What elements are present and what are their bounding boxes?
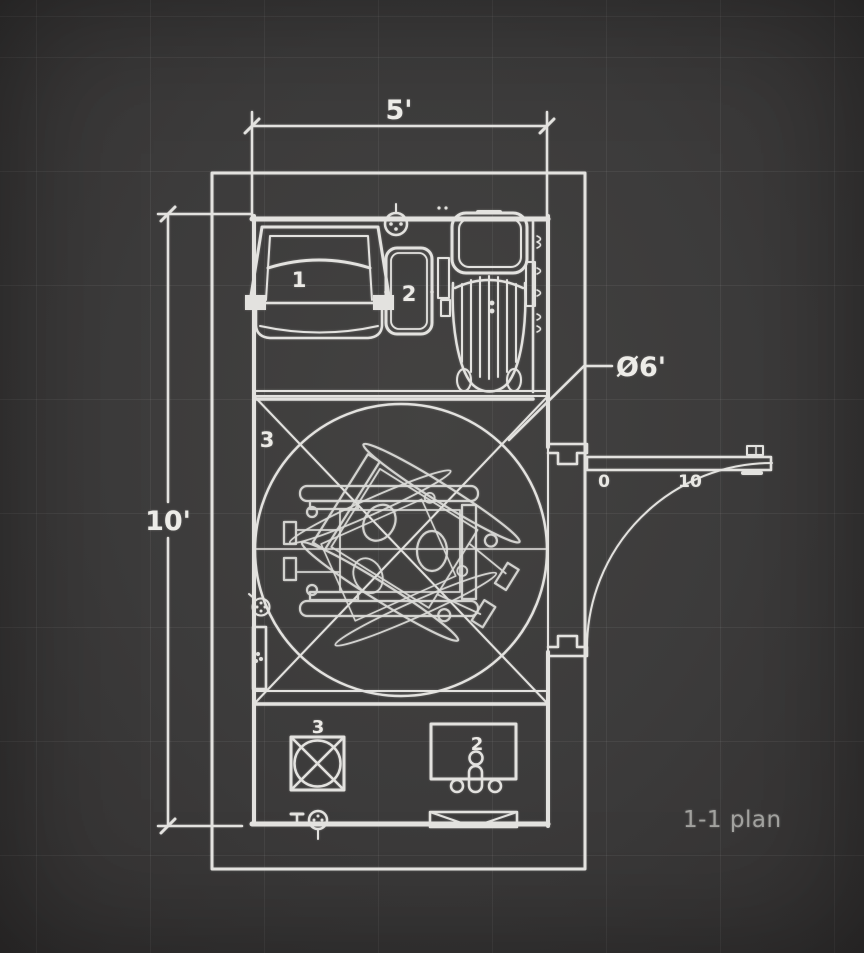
- dimension-width: 5': [243, 95, 556, 220]
- toilet-bowl: [451, 281, 527, 393]
- toilet-fixture: [437, 206, 542, 393]
- turning-space: 3: [253, 395, 549, 705]
- dim-tick: [243, 117, 261, 135]
- leader-line: [507, 364, 614, 442]
- seat-cushion: [254, 301, 384, 340]
- wall-mounted-box: [251, 625, 268, 691]
- door-scale-min: 0: [598, 472, 610, 492]
- light-symbol-top: [383, 203, 409, 237]
- dimension-height: 10': [145, 205, 254, 835]
- seat-label: 1: [292, 268, 307, 292]
- height-dimension-label: 10': [145, 506, 191, 537]
- thermostat-mark: [289, 812, 305, 826]
- shelf-label: 2: [402, 282, 417, 306]
- door-scale-max: 10: [678, 472, 702, 492]
- toilet-side-tab: [440, 299, 451, 317]
- dim-tick: [159, 205, 177, 223]
- door-handle: [746, 445, 764, 456]
- outer-boundary: [210, 171, 587, 871]
- service-unit: 2: [429, 722, 518, 794]
- wheelchair-figure: [282, 442, 521, 647]
- light-symbol-left-wall: [248, 593, 271, 617]
- turning-circle: [253, 402, 549, 698]
- diagonal: [253, 395, 549, 705]
- threshold-vent: [428, 810, 519, 829]
- floor-drain-label: 3: [312, 717, 325, 738]
- door: 0 10: [546, 442, 773, 658]
- dot-mark: [444, 206, 448, 210]
- floor-drain: 3: [289, 717, 346, 792]
- door-jamb-bottom: [546, 634, 589, 658]
- wheelchair-rotated-ccw: [288, 469, 498, 647]
- turning-area-label: 3: [260, 428, 275, 452]
- toilet-side-tab: [525, 261, 536, 307]
- dim-tick: [538, 117, 556, 135]
- turning-diameter-label: Ø6': [616, 352, 666, 383]
- light-symbol-bottom: [307, 809, 329, 840]
- wheelchair-straight: [282, 484, 480, 618]
- dim-tick: [159, 817, 177, 835]
- door-jamb-top: [546, 442, 589, 466]
- door-swing-arc: [586, 462, 773, 649]
- seat-fixture: 1: [245, 225, 394, 340]
- door-leaf: [585, 455, 773, 472]
- shelf-fixture: 2: [384, 246, 434, 336]
- seat-foot: [373, 295, 394, 310]
- toilet-wheel: [506, 368, 522, 392]
- toilet-wheel: [456, 368, 472, 392]
- service-unit-label: 2: [471, 734, 484, 755]
- dot-mark: [437, 206, 441, 210]
- plan-caption: 1-1 plan: [683, 807, 782, 833]
- width-dimension-label: 5': [385, 95, 412, 126]
- wall-tick-marks: [536, 235, 542, 333]
- toilet-ribs: [461, 275, 517, 380]
- seat-back-curve: [266, 258, 372, 270]
- turning-diameter-callout: Ø6': [507, 352, 666, 442]
- toilet-side-tab: [437, 257, 450, 299]
